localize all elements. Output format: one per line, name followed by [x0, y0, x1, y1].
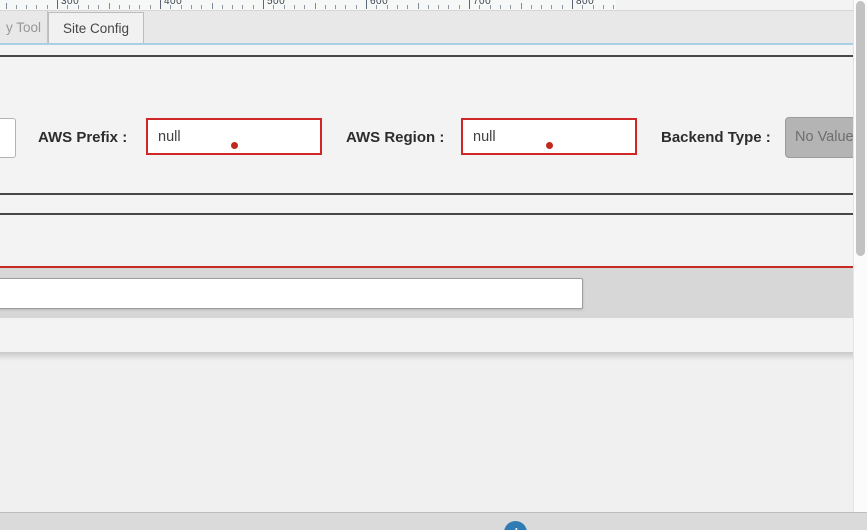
aws-region-label: AWS Region :	[346, 129, 445, 146]
ruler-tick	[221, 5, 223, 9]
ruler-tick	[499, 5, 501, 9]
ruler-tick	[211, 3, 213, 9]
error-divider	[0, 266, 853, 268]
section-divider-top	[0, 55, 853, 57]
tab-query-tool[interactable]: y Tool	[0, 11, 48, 44]
ruler-tick	[386, 5, 388, 9]
ruler-tick	[26, 5, 28, 9]
ruler-tick	[293, 5, 295, 9]
ruler-tick	[67, 5, 69, 9]
ruler-label: 500	[267, 0, 286, 7]
ruler-tick	[57, 0, 58, 9]
ruler-tick	[98, 5, 100, 9]
ruler-tick	[469, 0, 470, 9]
tab-site-config-label: Site Config	[62, 21, 130, 36]
ruler-tick	[263, 0, 264, 9]
ruler-tick	[77, 5, 79, 9]
aws-region-field	[461, 118, 637, 155]
ruler-tick	[304, 5, 306, 9]
ruler-tick	[149, 5, 151, 9]
ruler-tick	[417, 3, 419, 9]
ruler-tick	[129, 5, 131, 9]
ruler-tick	[190, 5, 192, 9]
info-icon: i	[514, 525, 518, 530]
ruler-tick	[602, 5, 604, 9]
ruler-tick	[572, 0, 573, 9]
ruler-tick	[139, 5, 141, 9]
ruler-tick	[458, 5, 460, 9]
ruler-tick	[242, 5, 244, 9]
error-dot-icon	[546, 142, 553, 149]
aws-prefix-field	[146, 118, 322, 155]
ruler-tick	[407, 5, 409, 9]
backend-type-label: Backend Type :	[661, 129, 771, 146]
footer-bar: i	[0, 512, 867, 530]
ruler-tick	[232, 5, 234, 9]
backend-type-select[interactable]: No Value	[785, 117, 861, 158]
ruler-tick	[201, 5, 203, 9]
ruler-tick	[46, 5, 48, 9]
ruler-label: 300	[61, 0, 80, 7]
ruler-label: 800	[576, 0, 595, 7]
ruler-tick	[479, 5, 481, 9]
error-dot-icon	[231, 142, 238, 149]
wide-text-input[interactable]	[0, 278, 583, 309]
section-divider-mid2	[0, 213, 853, 215]
ruler-tick	[613, 5, 615, 9]
ruler-tick	[36, 5, 38, 9]
tab-query-tool-label: y Tool	[5, 20, 42, 35]
ruler-label: 600	[370, 0, 389, 7]
scrollbar-thumb[interactable]	[856, 1, 865, 256]
tab-site-config[interactable]: Site Config	[48, 12, 144, 44]
ruler-tick	[582, 5, 584, 9]
ruler-tick	[510, 5, 512, 9]
ruler-tick	[180, 5, 182, 9]
ruler-tick	[489, 5, 491, 9]
aws-prefix-label: AWS Prefix :	[38, 129, 128, 146]
ruler-tick	[314, 3, 316, 9]
ruler-tick	[355, 5, 357, 9]
ruler-tick	[87, 5, 89, 9]
ruler-tick	[561, 5, 563, 9]
ruler-tick	[551, 5, 553, 9]
ruler-tick	[15, 5, 17, 9]
ruler-tick	[335, 5, 337, 9]
ruler-tick	[160, 0, 161, 9]
ruler-tick	[170, 5, 172, 9]
ruler-tick	[592, 5, 594, 9]
horizontal-ruler: 300 400 500 600 700 800	[0, 0, 616, 10]
ruler-tick	[283, 5, 285, 9]
ruler-tick	[273, 5, 275, 9]
section-divider-mid1	[0, 193, 853, 195]
ruler-label: 400	[164, 0, 183, 7]
tabbar-accent-divider	[0, 43, 853, 45]
ruler-tick	[427, 5, 429, 9]
ruler-tick	[108, 3, 110, 9]
ruler-tick	[541, 5, 543, 9]
ruler-tick	[5, 3, 7, 9]
vertical-scrollbar[interactable]	[853, 0, 867, 513]
ruler-tick	[530, 5, 532, 9]
tab-bar: y Tool Site Config	[0, 10, 853, 44]
content-panel	[0, 352, 867, 512]
ruler-tick	[366, 0, 367, 9]
ruler-tick	[324, 5, 326, 9]
info-button[interactable]: i	[504, 521, 527, 530]
ruler-tick	[396, 5, 398, 9]
ruler-tick	[376, 5, 378, 9]
ruler-tick	[118, 5, 120, 9]
ruler-tick	[448, 5, 450, 9]
ruler-label: 700	[473, 0, 492, 7]
ruler-tick	[345, 5, 347, 9]
ruler-tick	[438, 5, 440, 9]
cutoff-input-field[interactable]	[0, 118, 16, 158]
ruler-tick	[520, 3, 522, 9]
ruler-tick	[252, 5, 254, 9]
